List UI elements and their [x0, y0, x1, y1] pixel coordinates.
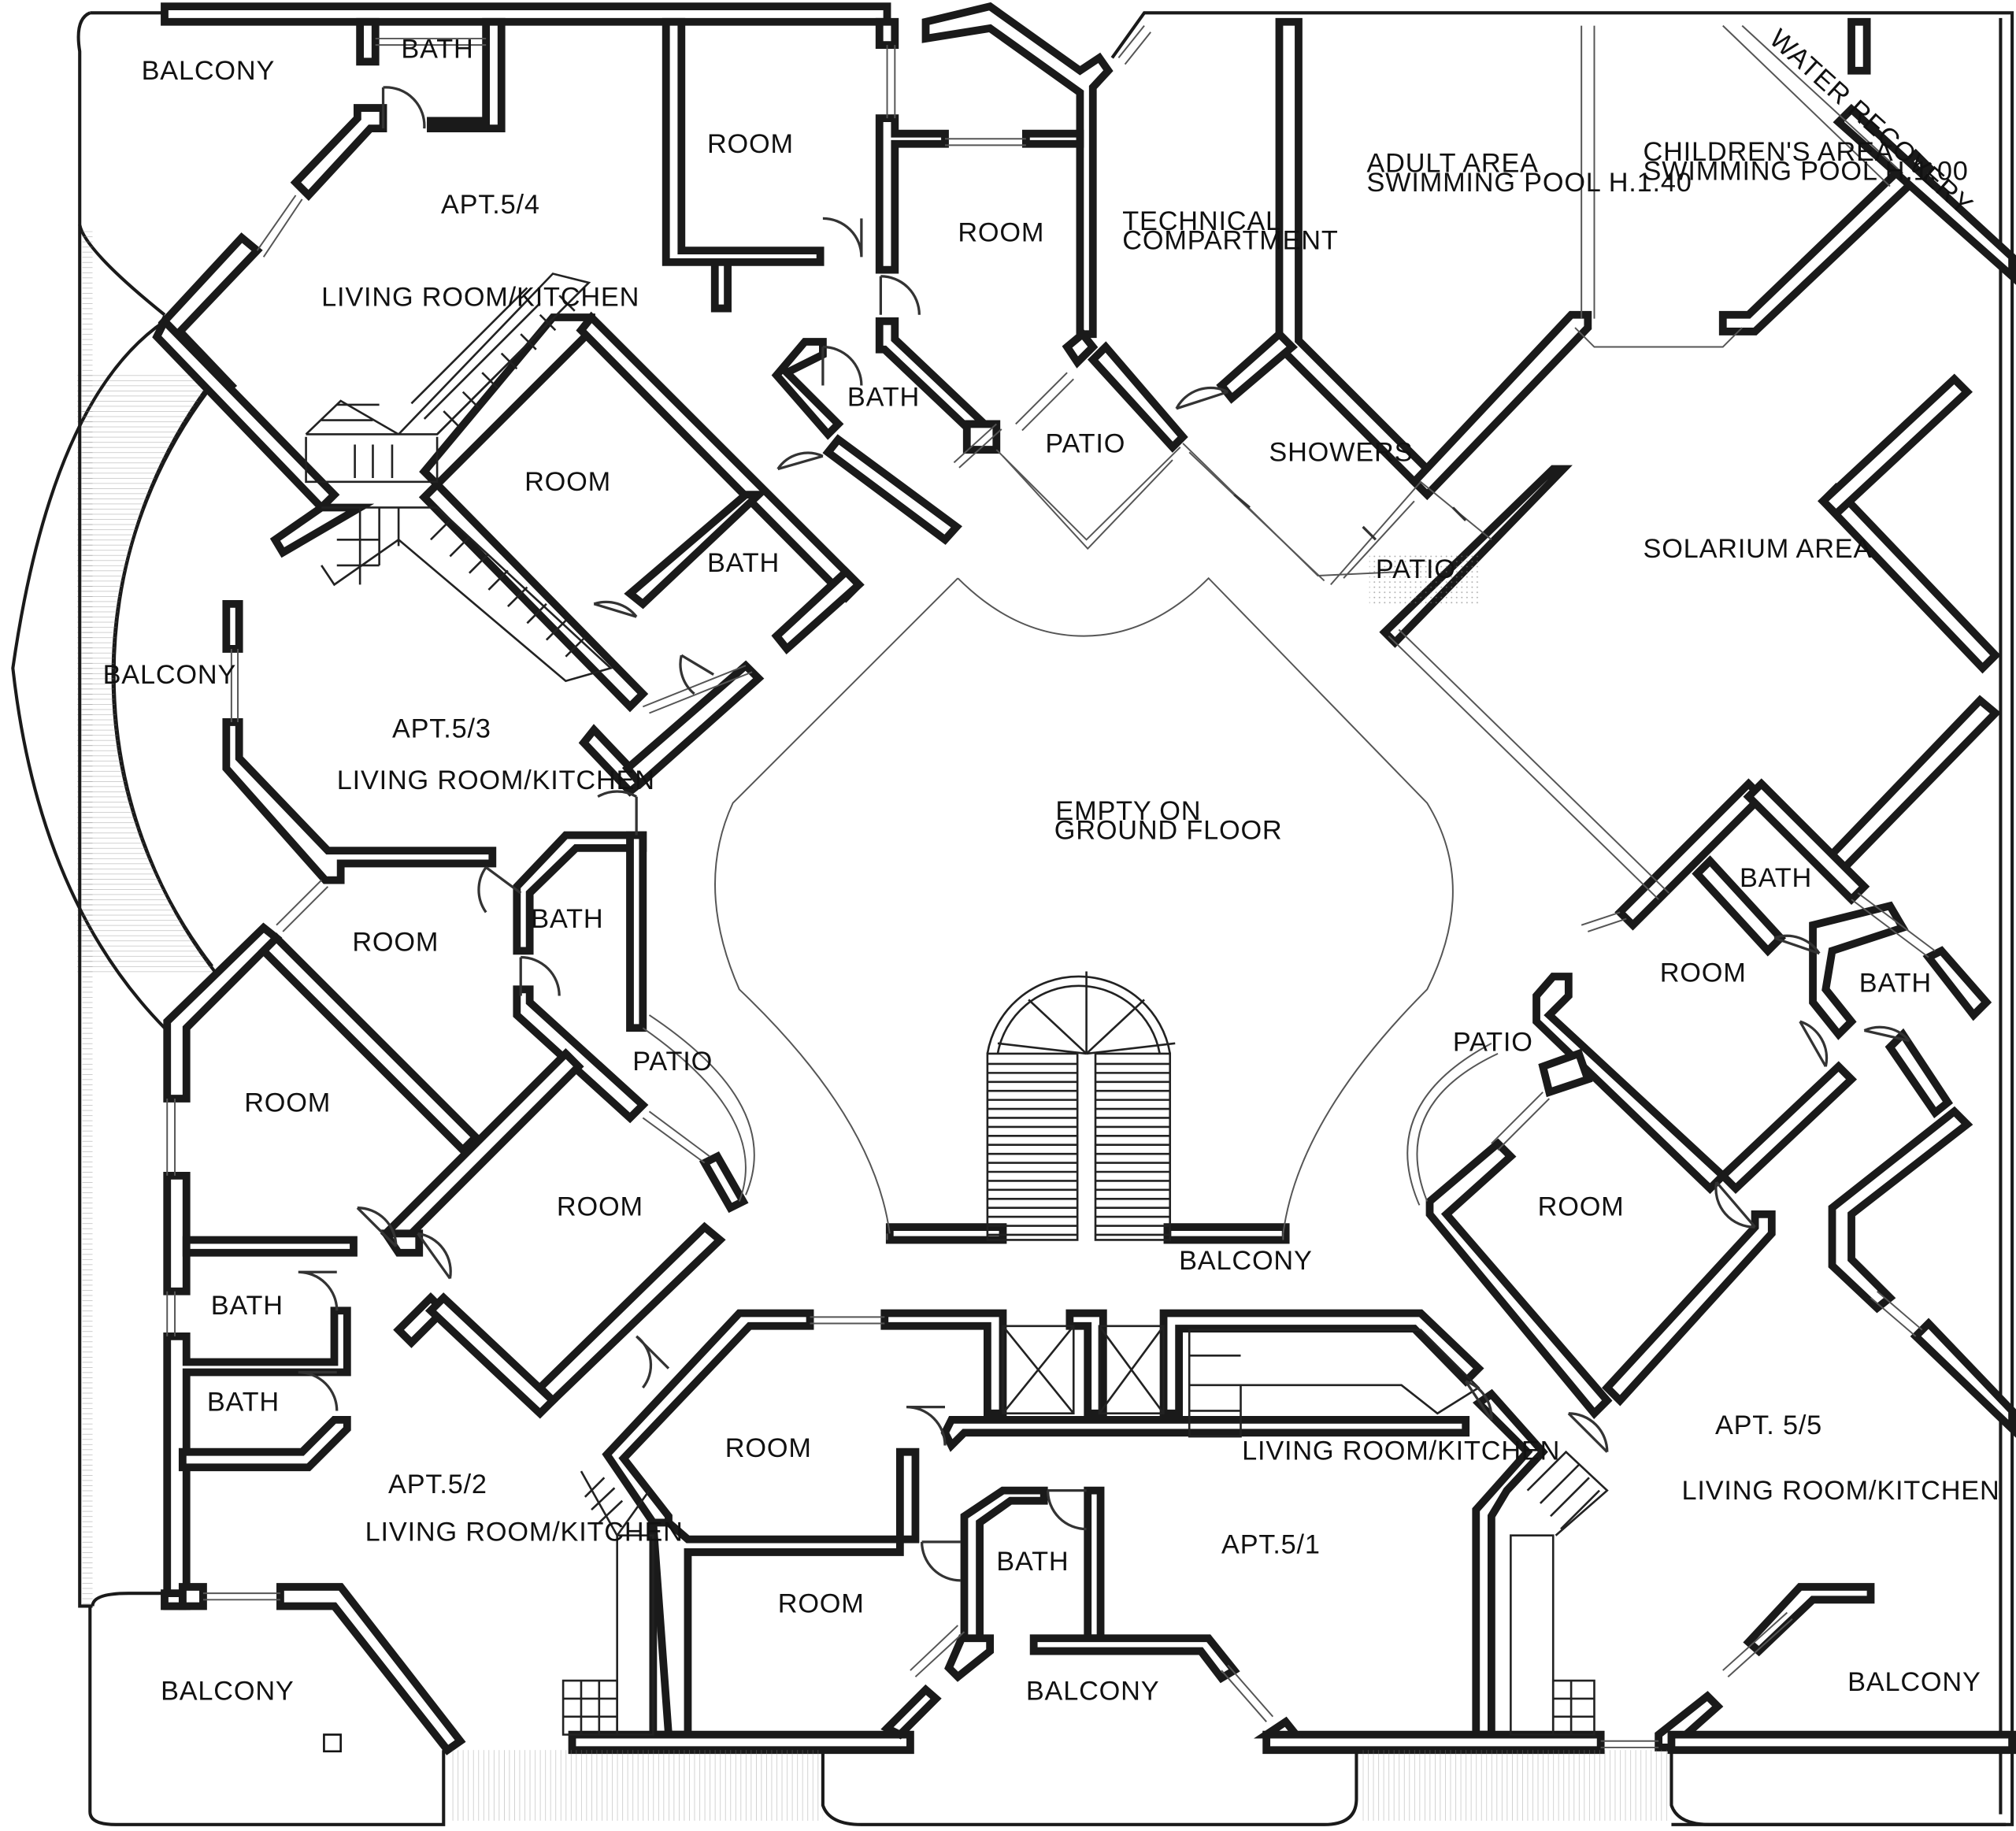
label-living-room-kitchen-5-1: LIVING ROOM/KITCHEN — [1242, 1436, 1560, 1466]
label-showers: SHOWERS — [1269, 438, 1413, 468]
label-bath-right-1: BATH — [1740, 863, 1812, 893]
label-room-right-1: ROOM — [1660, 958, 1747, 988]
label-balcony-top-left: BALCONY — [142, 56, 276, 86]
label-room-top-1: ROOM — [707, 129, 794, 159]
label-room-left-1: ROOM — [352, 927, 439, 957]
label-room-left-3: ROOM — [557, 1192, 643, 1221]
windows — [166, 25, 1936, 1748]
label-children-area-1: CHILDREN'S AREA — [1644, 137, 1894, 167]
atrium-outline — [642, 24, 1903, 1240]
label-bath-left-2: BATH — [211, 1291, 284, 1321]
label-adult-area-1: ADULT AREA — [1367, 149, 1539, 179]
label-apt-5-1: APT.5/1 — [1221, 1530, 1321, 1560]
label-room-bottom-2: ROOM — [778, 1589, 865, 1619]
label-apt-5-3: APT.5/3 — [392, 714, 491, 744]
label-bath-bottom: BATH — [996, 1547, 1069, 1577]
label-balcony-bottom-left: BALCONY — [161, 1677, 295, 1707]
label-room-mid: ROOM — [524, 467, 611, 497]
label-apt-5-4: APT.5/4 — [441, 190, 540, 220]
balconies-bottom — [88, 1592, 2006, 1826]
label-room-right-2: ROOM — [1538, 1192, 1625, 1221]
label-solarium: SOLARIUM AREA — [1644, 534, 1873, 564]
label-bath-top-left: BATH — [401, 34, 473, 64]
label-patio-showers: PATIO — [1376, 554, 1456, 584]
label-living-room-kitchen-5-2: LIVING ROOM/KITCHEN — [365, 1517, 684, 1547]
label-technical-2: COMPARTMENT — [1122, 226, 1338, 256]
stairs — [305, 272, 1609, 1736]
label-apt-5-5: APT. 5/5 — [1715, 1410, 1822, 1440]
label-balcony-bottom-center: BALCONY — [1026, 1677, 1160, 1707]
label-balcony-bottom-right: BALCONY — [1847, 1667, 1981, 1697]
label-room-bottom-1: ROOM — [725, 1433, 812, 1463]
label-adult-area-2: SWIMMING POOL H.1.40 — [1367, 168, 1692, 198]
label-technical-1: TECHNICAL — [1122, 206, 1281, 236]
label-bath-left-3: BATH — [207, 1387, 280, 1417]
doors — [298, 86, 1910, 1582]
label-balcony-center: BALCONY — [1179, 1246, 1313, 1276]
label-living-room-kitchen-5-3: LIVING ROOM/KITCHEN — [337, 765, 655, 795]
label-bath-mid: BATH — [707, 548, 780, 578]
label-patio-left: PATIO — [632, 1047, 713, 1077]
label-living-room-kitchen-5-4: LIVING ROOM/KITCHEN — [321, 282, 639, 312]
label-empty-2: GROUND FLOOR — [1054, 815, 1283, 845]
label-patio-right: PATIO — [1453, 1028, 1533, 1058]
label-children-area-2: SWIMMING POOL H.1.00 — [1644, 156, 1969, 186]
label-room-left-2: ROOM — [244, 1088, 331, 1118]
label-bath-left-1: BATH — [531, 904, 603, 934]
label-balcony-left: BALCONY — [103, 660, 237, 690]
interior-walls — [152, 2, 2016, 1755]
label-patio-top: PATIO — [1045, 428, 1125, 458]
label-bath-top: BATH — [847, 383, 920, 413]
label-water-recovery: WATER RECOVERY — [1764, 24, 1979, 221]
label-apt-5-2: APT.5/2 — [388, 1470, 487, 1499]
label-room-top-2: ROOM — [958, 218, 1044, 248]
label-living-room-kitchen-5-5: LIVING ROOM/KITCHEN — [1682, 1476, 2000, 1506]
label-bath-right-2: BATH — [1859, 969, 1932, 999]
label-empty-1: EMPTY ON — [1055, 796, 1201, 826]
